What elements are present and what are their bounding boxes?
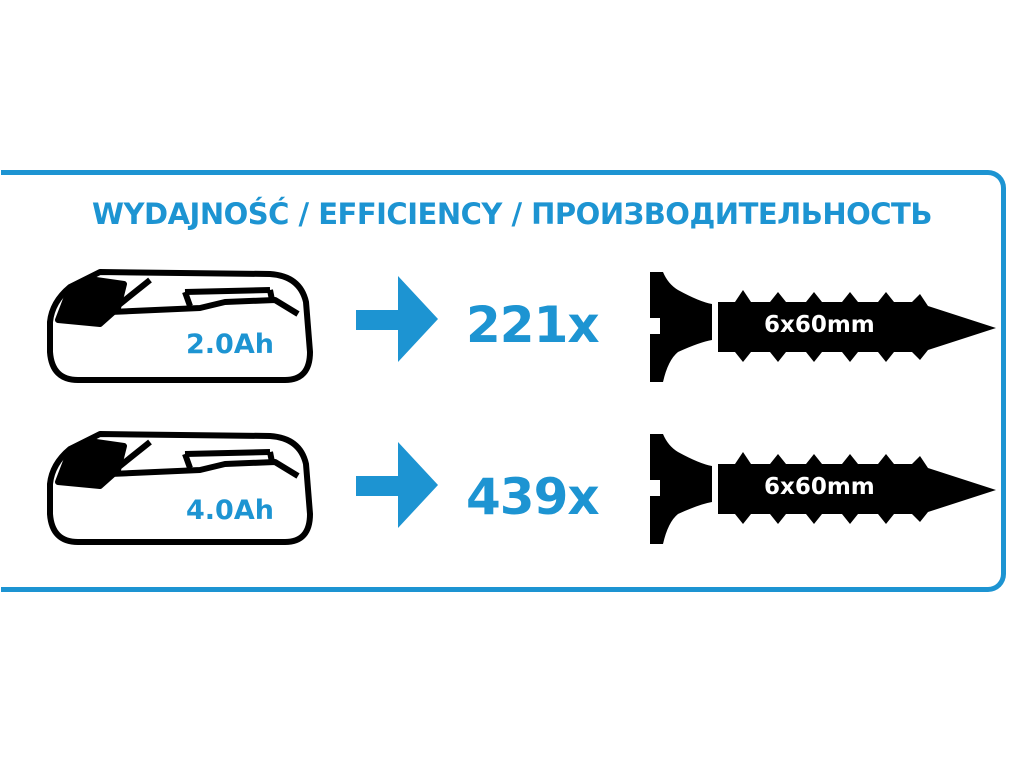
info-panel — [1, 170, 1006, 592]
arrow-right-icon — [356, 276, 438, 362]
battery-pack-icon — [47, 269, 313, 383]
screw-size-label: 6x60mm — [764, 312, 875, 338]
battery-pack-icon — [47, 431, 313, 545]
screw-icon — [648, 434, 996, 544]
row-1-graphics — [47, 269, 996, 383]
screw-count: 439x — [466, 468, 600, 526]
screw-count: 221x — [466, 296, 600, 354]
panel-title: WYDAJNOŚĆ / EFFICIENCY / ПРОИЗВОДИТЕЛЬНО… — [92, 197, 932, 231]
battery-capacity-label: 2.0Ah — [186, 329, 274, 360]
efficiency-row-1: 2.0Ah 221x 6x60mm — [0, 262, 1024, 402]
row-2-graphics — [47, 431, 996, 545]
arrow-right-icon — [356, 442, 438, 528]
battery-capacity-label: 4.0Ah — [186, 495, 274, 526]
efficiency-row-2: 4.0Ah 439x 6x60mm — [0, 424, 1024, 564]
screw-icon — [648, 272, 996, 382]
screw-size-label: 6x60mm — [764, 474, 875, 500]
